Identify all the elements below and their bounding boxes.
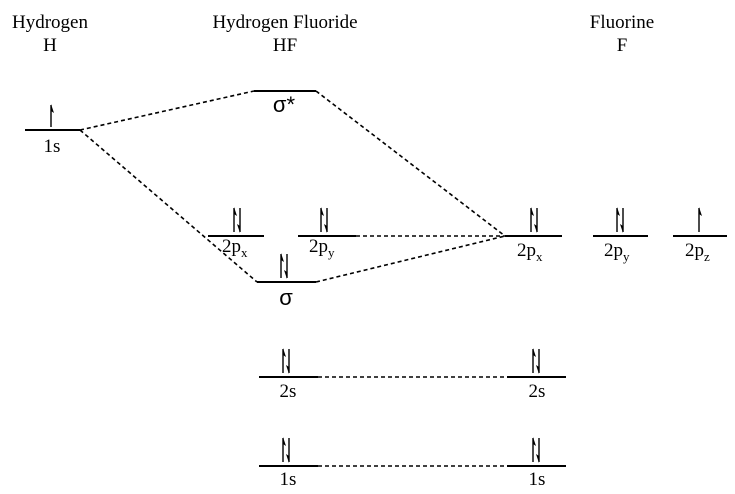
spin-up-arrow <box>616 207 620 232</box>
fluorine-symbol: F <box>617 35 628 56</box>
line-h1s-sigma-star <box>79 90 255 131</box>
orbital-label: 2s <box>529 381 546 402</box>
spin-up-arrow <box>282 348 286 373</box>
spin-down-arrow <box>284 254 288 279</box>
hf-name: Hydrogen Fluoride <box>212 12 357 33</box>
spin-down-arrow <box>620 208 624 233</box>
orbital-label: 2s <box>280 381 297 402</box>
hydrogen-symbol: H <box>43 35 57 56</box>
orbital-label: 1s <box>44 136 61 157</box>
orbital-label: 2px <box>517 240 543 264</box>
spin-down-arrow <box>237 208 241 233</box>
spin-up-arrow <box>530 207 534 232</box>
line-sigma-f2px <box>315 235 506 283</box>
spin-up-arrow <box>532 437 536 462</box>
fluorine-name: Fluorine <box>590 12 654 33</box>
spin-up-arrow <box>698 207 702 232</box>
orbital-label: 2pz <box>685 240 710 264</box>
line-h1s-sigma <box>79 129 258 283</box>
hf-sigma-orbital: σ <box>257 253 316 310</box>
f-2px-orbital: 2px <box>505 207 562 264</box>
hf-1s-orbital: 1s <box>259 437 318 490</box>
orbital-label: σ* <box>273 92 296 117</box>
f-2s-orbital: 2s <box>507 348 566 402</box>
spin-up-arrow <box>50 104 54 127</box>
spin-down-arrow <box>536 349 540 374</box>
correlation-lines <box>79 90 507 467</box>
spin-down-arrow <box>534 208 538 233</box>
orbital-label: 1s <box>529 469 546 490</box>
spin-down-arrow <box>286 438 290 463</box>
hf-symbol: HF <box>273 35 297 56</box>
f-2py-orbital: 2py <box>593 207 648 264</box>
orbital-label: 2py <box>604 240 630 264</box>
spin-up-arrow <box>320 207 324 232</box>
f-1s-orbital: 1s <box>507 437 566 490</box>
hf-sigma-star-orbital: σ* <box>254 90 316 117</box>
f-2pz-orbital: 2pz <box>673 207 727 264</box>
orbital-label: σ <box>279 285 293 310</box>
spin-up-arrow <box>233 207 237 232</box>
orbital-label: 1s <box>280 469 297 490</box>
line-sigma-star-f2px <box>315 90 506 237</box>
hf-2s-orbital: 2s <box>259 348 318 402</box>
spin-down-arrow <box>324 208 328 233</box>
spin-up-arrow <box>280 253 284 278</box>
orbital-label: 2px <box>222 236 248 260</box>
spin-up-arrow <box>532 348 536 373</box>
hf-2py-orbital: 2py <box>298 207 356 260</box>
hf-2px-orbital: 2px <box>208 207 264 260</box>
h-1s-orbital: 1s <box>25 104 80 157</box>
orbital-label: 2py <box>309 236 335 260</box>
spin-up-arrow <box>282 437 286 462</box>
spin-down-arrow <box>536 438 540 463</box>
hydrogen-name: Hydrogen <box>12 12 88 33</box>
spin-down-arrow <box>286 349 290 374</box>
